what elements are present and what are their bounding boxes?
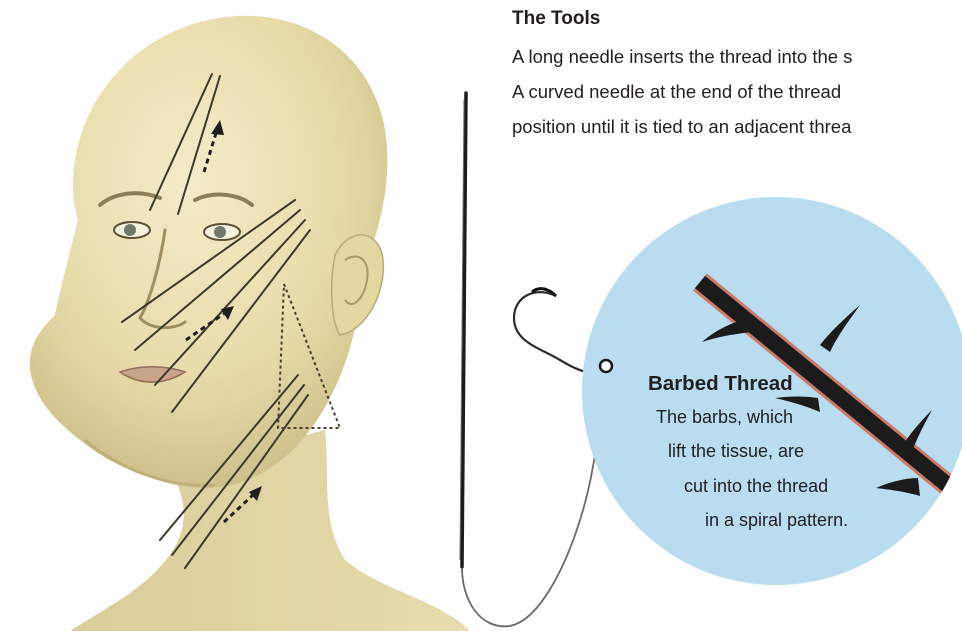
thread-eyelet	[600, 360, 612, 372]
magnifier-circle	[582, 197, 962, 585]
ear	[332, 235, 384, 335]
iris	[124, 224, 136, 236]
face-illustration	[30, 16, 470, 631]
long-needle	[462, 93, 466, 567]
head	[30, 16, 388, 488]
iris	[214, 226, 226, 238]
